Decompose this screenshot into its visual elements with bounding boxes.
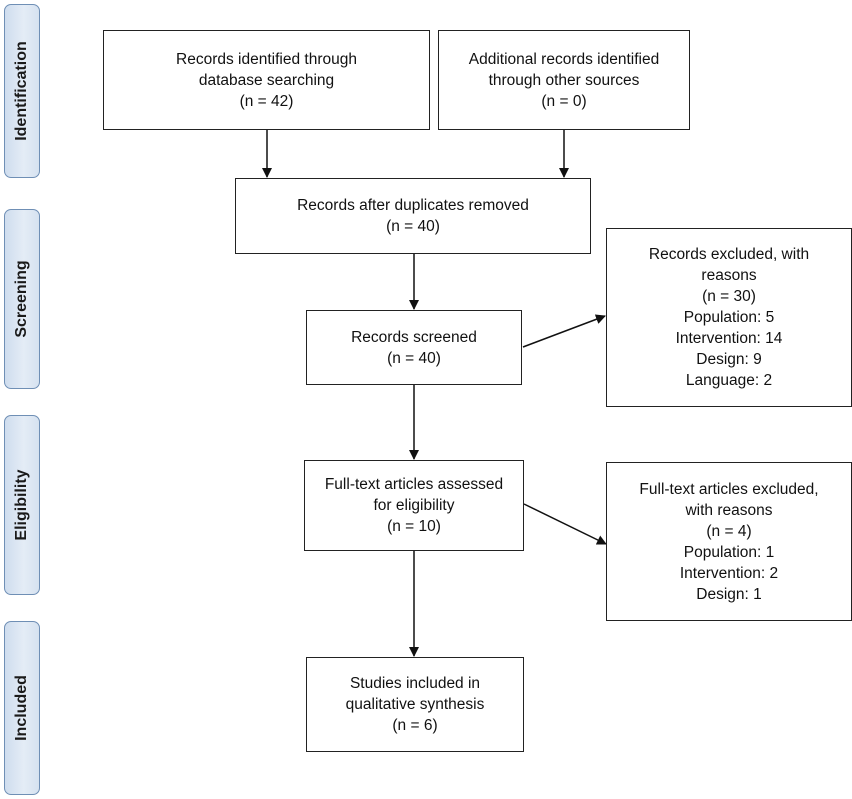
fulltext-assessed-line2: for eligibility: [373, 497, 455, 514]
after-duplicates-count: (n = 40): [386, 218, 440, 235]
box-fulltext-excluded: Full-text articles excluded, with reason…: [606, 462, 852, 621]
database-records-count: (n = 42): [239, 92, 294, 110]
included-studies-count: (n = 6): [392, 717, 438, 734]
records-screened-line1: Records screened: [351, 328, 477, 346]
phase-included: Included: [4, 621, 40, 795]
records-excluded-line2: reasons: [701, 267, 757, 284]
records-screened-count: (n = 40): [387, 349, 441, 367]
box-included-studies: Studies included in qualitative synthesi…: [306, 657, 524, 752]
records-excluded-reason: Design: 9: [696, 351, 762, 368]
box-after-duplicates: Records after duplicates removed (n = 40…: [235, 178, 591, 254]
box-other-records: Additional records identified through ot…: [438, 30, 690, 130]
box-records-screened: Records screened (n = 40): [306, 310, 522, 385]
box-records-excluded: Records excluded, with reasons (n = 30) …: [606, 228, 852, 407]
included-studies-line1: Studies included in: [349, 675, 481, 692]
records-excluded-reason: Population: 5: [683, 309, 775, 326]
fulltext-excluded-reason: Design: 1: [696, 585, 762, 603]
arrow-screened-to-excluded: [522, 314, 606, 348]
phase-eligibility: Eligibility: [4, 415, 40, 595]
records-excluded-reason: Language: 2: [685, 372, 773, 389]
phase-screening: Screening: [4, 209, 40, 389]
database-records-line2: database searching: [198, 71, 335, 89]
other-records-line2: through other sources: [488, 71, 640, 89]
records-excluded-count: (n = 30): [702, 288, 756, 305]
database-records-line1: Records identified through: [176, 50, 357, 68]
box-database-records: Records identified through database sear…: [103, 30, 430, 130]
fulltext-assessed-count: (n = 10): [387, 518, 441, 535]
records-excluded-line1: Records excluded, with: [648, 246, 810, 263]
arrow-fulltext-to-excluded: [523, 503, 607, 545]
included-studies-line2: qualitative synthesis: [345, 696, 485, 713]
fulltext-excluded-reason: Intervention: 2: [679, 564, 779, 582]
other-records-line1: Additional records identified: [468, 50, 660, 68]
fulltext-excluded-line2: with reasons: [685, 501, 773, 519]
phase-identification: Identification: [4, 4, 40, 178]
fulltext-excluded-count: (n = 4): [706, 522, 752, 540]
fulltext-assessed-line1: Full-text articles assessed: [324, 476, 504, 493]
after-duplicates-line1: Records after duplicates removed: [297, 197, 529, 214]
fulltext-excluded-line1: Full-text articles excluded,: [639, 480, 819, 498]
other-records-count: (n = 0): [541, 92, 587, 110]
records-excluded-reason: Intervention: 14: [675, 330, 783, 347]
fulltext-excluded-reason: Population: 1: [683, 543, 775, 561]
box-fulltext-assessed: Full-text articles assessed for eligibil…: [304, 460, 524, 551]
